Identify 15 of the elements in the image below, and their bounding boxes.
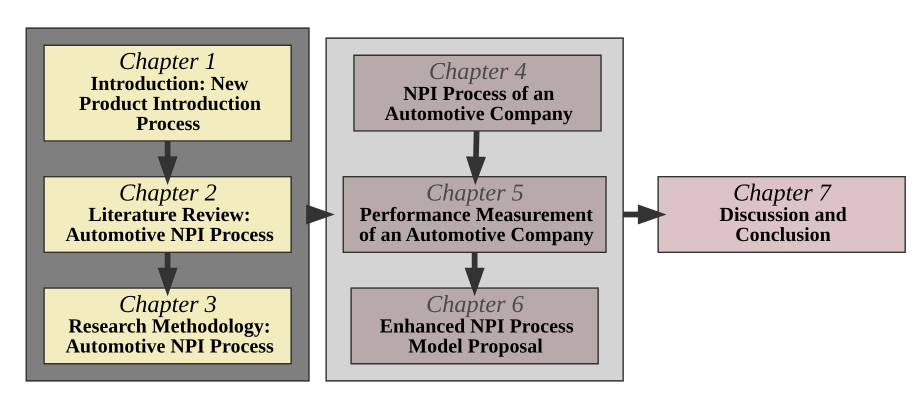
node-box: Chapter 5 Performance Measurement of an Automotive Company: [342, 175, 607, 253]
cluster: [325, 36, 624, 382]
node-box: Chapter 4 NPI Process of an Automotive Company: [353, 54, 602, 132]
arrow: [158, 252, 178, 296]
arrow: [623, 204, 667, 224]
node-box: Chapter 2 Literature Review: Automotive NPI Process: [43, 175, 292, 253]
node-box: Chapter 1 Introduction: New Product Introduction Process: [43, 44, 292, 142]
cluster: [26, 26, 310, 382]
arrow: [464, 252, 485, 296]
arrow: [466, 130, 486, 185]
node-box: Chapter 6 Enhanced NPI Process Model Proposal: [350, 286, 599, 364]
arrow: [306, 204, 335, 224]
arrow: [158, 140, 178, 185]
node-box: Chapter 7 Discussion and Conclusion: [657, 175, 906, 253]
node-box: Chapter 3 Research Methodology: Automotive NPI Process: [43, 286, 292, 364]
